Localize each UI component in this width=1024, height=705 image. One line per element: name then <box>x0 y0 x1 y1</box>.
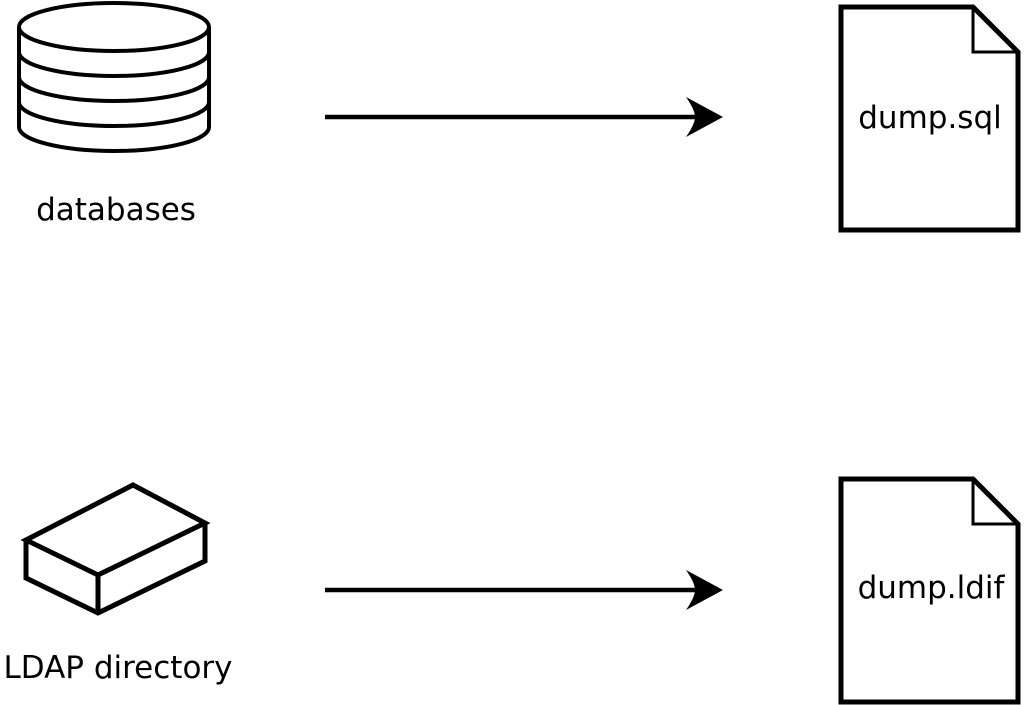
document-file-icon: dump.sql <box>838 4 1021 233</box>
source-label-ldap-directory: LDAP directory <box>3 650 232 686</box>
arrow-right-icon <box>325 570 723 610</box>
arrow-right-icon <box>325 97 723 137</box>
folded-corner <box>971 7 1018 54</box>
document-file-icon: dump.ldif <box>838 476 1021 705</box>
target-label-dump-ldif: dump.ldif <box>858 570 1006 606</box>
source-label-databases: databases <box>36 192 196 228</box>
box-3d-icon <box>20 482 211 616</box>
flow-row-ldap: LDAP directory dump.ldif <box>3 476 1021 705</box>
flow-row-databases: databases dump.sql <box>17 1 1021 233</box>
target-label-dump-sql: dump.sql <box>858 100 1002 136</box>
folded-corner <box>971 479 1018 526</box>
database-stack-icon <box>17 1 211 153</box>
